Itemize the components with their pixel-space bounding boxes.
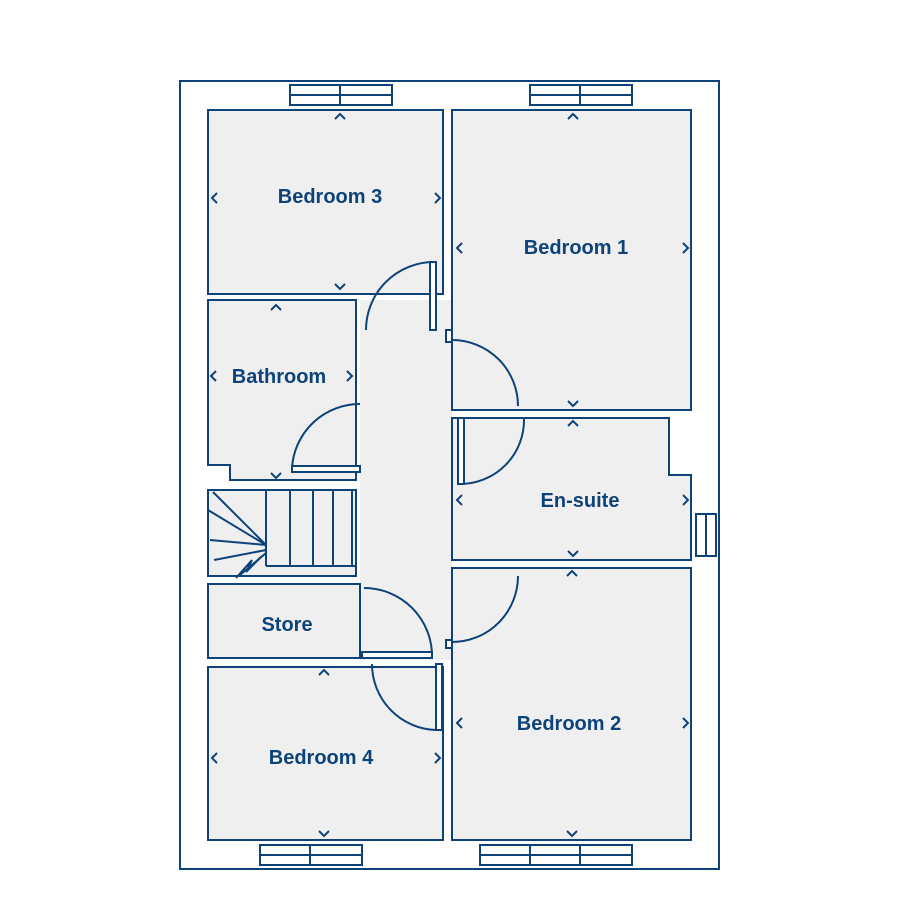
- hall-fill: [360, 300, 452, 660]
- outer-wall: [179, 80, 720, 870]
- windows: [259, 84, 717, 866]
- label-store: Store: [261, 614, 312, 636]
- label-bedroom2: Bedroom 2: [517, 713, 621, 735]
- door-bedroom3: [365, 261, 435, 331]
- label-ensuite: En-suite: [541, 490, 620, 512]
- label-bedroom1: Bedroom 1: [524, 237, 628, 259]
- label-bedroom3: Bedroom 3: [278, 186, 382, 208]
- door-bathroom: [291, 402, 361, 469]
- dimension-arrows: [209, 112, 690, 838]
- room-bedroom4: [207, 666, 444, 841]
- room-bedroom2: [451, 567, 692, 841]
- staircase: [207, 489, 357, 579]
- label-bathroom: Bathroom: [232, 366, 326, 388]
- room-ensuite: [451, 417, 692, 561]
- door-ensuite: [459, 417, 526, 485]
- door-bedroom1: [451, 339, 519, 407]
- door-store: [363, 587, 433, 657]
- doors: [291, 261, 526, 731]
- door-bedroom2: [451, 575, 519, 643]
- label-bedroom4: Bedroom 4: [269, 747, 374, 769]
- room-bedroom1: [451, 109, 692, 411]
- room-bathroom: [207, 299, 357, 481]
- room-bedroom3: [207, 109, 444, 295]
- room-store: [207, 583, 361, 659]
- door-bedroom4: [371, 663, 437, 731]
